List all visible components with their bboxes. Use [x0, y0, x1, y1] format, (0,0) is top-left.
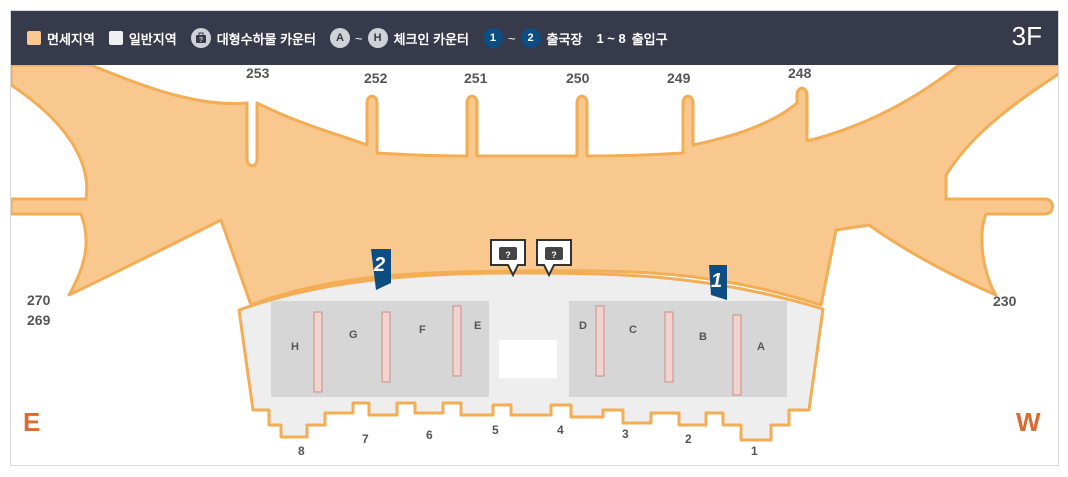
- checkin-range-separator: ~: [354, 30, 363, 46]
- departure-flag-2: [371, 249, 391, 290]
- departure-to-badge: 2: [520, 28, 541, 48]
- legend-departure-label: 출국장: [546, 31, 583, 47]
- gate-249-label: 249: [667, 70, 691, 86]
- baggage-icon: ?: [190, 28, 211, 48]
- gate-270-label: 270: [27, 292, 51, 308]
- oversize-baggage-marker-west: ?: [490, 239, 526, 278]
- counter-c-label: C: [629, 324, 637, 336]
- legend-oversize-baggage: ? 대형수하물 카운터: [190, 28, 316, 48]
- exit-1-label: 1: [751, 444, 758, 458]
- legend-duty-free: 면세지역: [27, 29, 95, 48]
- map-frame: 면세지역 일반지역 ? 대형수하물 카운터 A ~ H 체크인 카운터 1 ~: [10, 10, 1059, 466]
- gate-250-label: 250: [566, 70, 590, 86]
- gate-230-label: 230: [993, 293, 1017, 309]
- counter-island-h: [313, 311, 323, 393]
- legend-departure: 1 ~ 2 출국장: [482, 28, 583, 48]
- duty-free-area: [11, 65, 1058, 307]
- departure-1-label: 1: [711, 270, 722, 292]
- legend-checkin-label: 체크인 카운터: [393, 31, 469, 47]
- counter-d-label: D: [579, 320, 587, 332]
- west-direction-label: W: [1016, 407, 1041, 437]
- departure-2-label: 2: [373, 254, 385, 276]
- legend-bar: 면세지역 일반지역 ? 대형수하물 카운터 A ~ H 체크인 카운터 1 ~: [11, 11, 1058, 65]
- counter-f-label: F: [419, 324, 426, 336]
- legend-general-label: 일반지역: [128, 31, 177, 47]
- exit-5-label: 5: [492, 423, 499, 437]
- departure-from-badge: 1: [482, 28, 503, 48]
- counter-island-e: [452, 305, 462, 377]
- gate-248-label: 248: [788, 65, 812, 81]
- legend-general: 일반지역: [108, 29, 177, 48]
- central-facility: [499, 340, 557, 378]
- counter-g-label: G: [349, 329, 358, 341]
- floor-indicator: 3F: [1011, 21, 1042, 51]
- counter-island-a: [732, 314, 742, 396]
- exit-3-label: 3: [622, 427, 629, 441]
- exit-7-label: 7: [362, 432, 369, 446]
- legend-oversize-baggage-label: 대형수하물 카운터: [216, 31, 316, 47]
- checkin-zone-east: [569, 301, 787, 397]
- gate-251-label: 251: [464, 70, 488, 86]
- exit-2-label: 2: [685, 432, 692, 446]
- gate-252-label: 252: [364, 70, 388, 86]
- counter-island-g: [381, 311, 391, 383]
- counter-a-label: A: [757, 341, 765, 353]
- terminal-map: ? ? 253 252 251 250 249 248 270 269 230 …: [11, 65, 1058, 458]
- legend-exits: 1 ~ 8 출입구: [596, 29, 667, 48]
- exit-6-label: 6: [426, 428, 433, 442]
- gate-253-label: 253: [246, 65, 270, 81]
- counter-island-d: [595, 305, 605, 377]
- legend-duty-free-label: 면세지역: [47, 31, 95, 47]
- legend-exits-label: 출입구: [631, 31, 668, 47]
- counter-b-label: B: [699, 331, 707, 343]
- counter-islands: [313, 305, 742, 396]
- svg-text:?: ?: [505, 250, 511, 260]
- counter-h-label: H: [291, 341, 299, 353]
- legend-checkin: A ~ H 체크인 카운터: [329, 28, 469, 48]
- checkin-from-badge: A: [329, 28, 350, 48]
- duty-free-swatch: [27, 31, 41, 45]
- counter-e-label: E: [474, 320, 481, 332]
- departure-flag-1: [709, 265, 727, 300]
- gate-269-label: 269: [27, 312, 51, 328]
- svg-text:?: ?: [551, 250, 557, 260]
- oversize-baggage-marker-east: ?: [536, 239, 572, 278]
- exit-4-label: 4: [557, 423, 564, 437]
- checkin-to-badge: H: [367, 28, 388, 48]
- legend-exits-range: 1 ~ 8: [596, 30, 626, 46]
- general-area-swatch: [108, 31, 123, 45]
- exit-8-label: 8: [298, 444, 305, 458]
- departure-range-separator: ~: [507, 30, 516, 46]
- svg-text:?: ?: [199, 37, 203, 44]
- counter-island-c: [664, 311, 674, 383]
- east-direction-label: E: [23, 407, 40, 437]
